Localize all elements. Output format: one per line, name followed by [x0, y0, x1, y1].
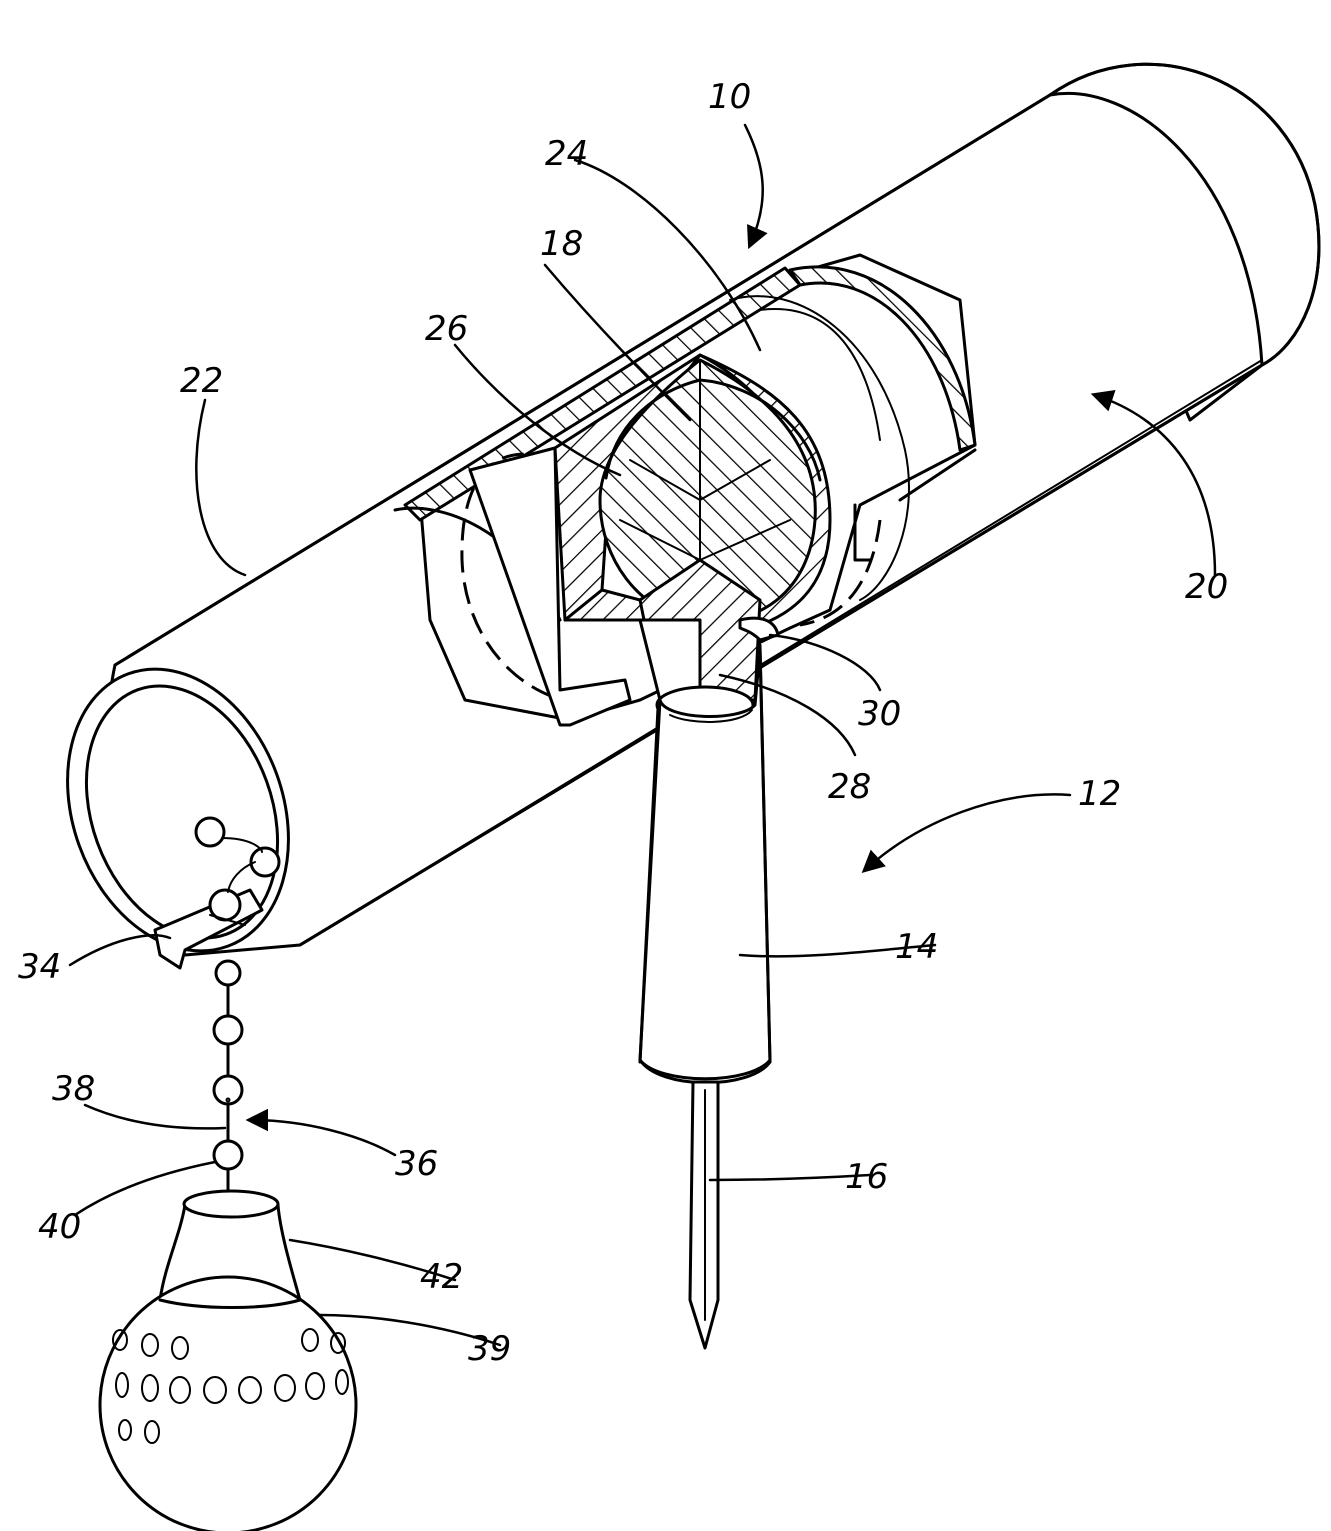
ref-28: 28 — [828, 767, 871, 807]
ref-18: 18 — [540, 224, 583, 264]
ref-10: 10 — [708, 77, 751, 117]
ref-24: 24 — [545, 134, 588, 174]
tee-spike — [690, 1082, 718, 1348]
ref-14: 14 — [895, 927, 938, 967]
golf-ball-weight — [100, 1191, 356, 1531]
ref-36: 36 — [395, 1144, 438, 1184]
ref-12: 12 — [1078, 774, 1121, 814]
ref-39: 39 — [468, 1329, 511, 1369]
ref-40: 40 — [38, 1207, 81, 1247]
ref-26: 26 — [425, 309, 468, 349]
ref-30: 30 — [858, 694, 901, 734]
ref-38: 38 — [52, 1069, 95, 1109]
ref-16: 16 — [845, 1157, 888, 1197]
ref-42: 42 — [420, 1257, 463, 1297]
ref-22: 22 — [180, 361, 223, 401]
bead-chain — [214, 961, 242, 1195]
ref-20: 20 — [1185, 567, 1228, 607]
ref-34: 34 — [18, 947, 61, 987]
ball-39 — [100, 1277, 356, 1531]
